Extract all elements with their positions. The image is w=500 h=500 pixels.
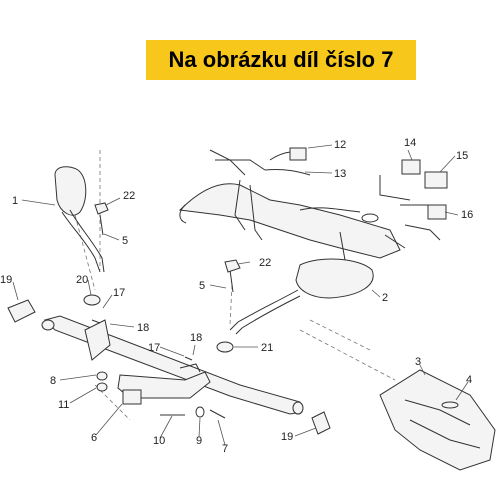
callout-13: 13 bbox=[334, 168, 346, 180]
left-mirror bbox=[54, 166, 105, 273]
callout-19-left: 19 bbox=[0, 274, 12, 286]
callout-4: 4 bbox=[466, 374, 472, 386]
leader-lines bbox=[12, 144, 469, 446]
callout-14: 14 bbox=[404, 137, 416, 149]
callout-20: 20 bbox=[76, 274, 88, 286]
callout-5-lower: 5 bbox=[199, 280, 205, 292]
callout-11: 11 bbox=[58, 399, 69, 411]
callout-22-lower: 22 bbox=[259, 257, 271, 269]
frame-assembly bbox=[178, 149, 406, 261]
callout-18-lower: 18 bbox=[190, 332, 202, 344]
banner-background bbox=[146, 40, 416, 80]
cable-connectors bbox=[264, 147, 448, 241]
callout-22-upper: 22 bbox=[123, 190, 135, 202]
callout-8: 8 bbox=[50, 375, 56, 387]
handlebar-bracket bbox=[84, 319, 211, 405]
callout-7: 7 bbox=[222, 443, 228, 455]
callout-labels: 1 2 3 4 5 5 6 7 8 9 10 11 12 13 14 15 16… bbox=[0, 137, 473, 455]
bar-end-plate-right bbox=[311, 411, 331, 435]
handlebar-cover bbox=[379, 369, 496, 471]
callout-9: 9 bbox=[196, 435, 202, 447]
callout-17-upper: 17 bbox=[113, 287, 125, 299]
callout-5-upper: 5 bbox=[122, 235, 128, 247]
callout-6: 6 bbox=[91, 432, 97, 444]
right-mirror bbox=[229, 258, 374, 335]
callout-10: 10 bbox=[153, 435, 165, 447]
callout-2: 2 bbox=[382, 292, 388, 304]
callout-18-upper: 18 bbox=[137, 322, 149, 334]
callout-15: 15 bbox=[456, 150, 468, 162]
callout-3: 3 bbox=[415, 356, 421, 368]
callout-12: 12 bbox=[334, 139, 346, 151]
callout-19-right: 19 bbox=[281, 431, 293, 443]
handlebar bbox=[41, 315, 304, 415]
bar-end-weight-left bbox=[7, 299, 36, 323]
fasteners bbox=[83, 202, 241, 419]
callout-21: 21 bbox=[261, 342, 273, 354]
callout-16: 16 bbox=[461, 209, 473, 221]
callout-17-lower: 17 bbox=[148, 342, 160, 354]
callout-1: 1 bbox=[12, 195, 18, 207]
part-number-banner: Na obrázku díl číslo 7 bbox=[168, 47, 394, 72]
